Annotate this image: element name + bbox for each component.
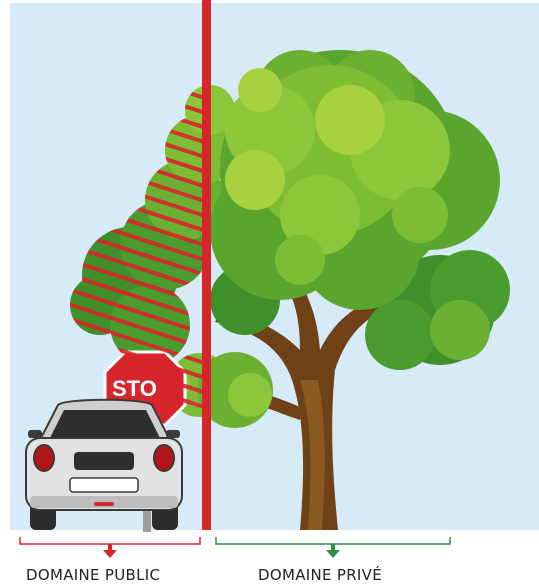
arrow-down-icon [103, 544, 117, 558]
private-domain-bracket [216, 537, 450, 544]
public-domain-label: DOMAINE PUBLIC [26, 566, 160, 584]
sign-text: STO [112, 376, 157, 401]
arrow-down-icon [326, 544, 340, 558]
private-domain-label: DOMAINE PRIVÉ [258, 566, 382, 584]
property-boundary-line [202, 0, 211, 530]
public-domain-bracket [20, 537, 200, 544]
